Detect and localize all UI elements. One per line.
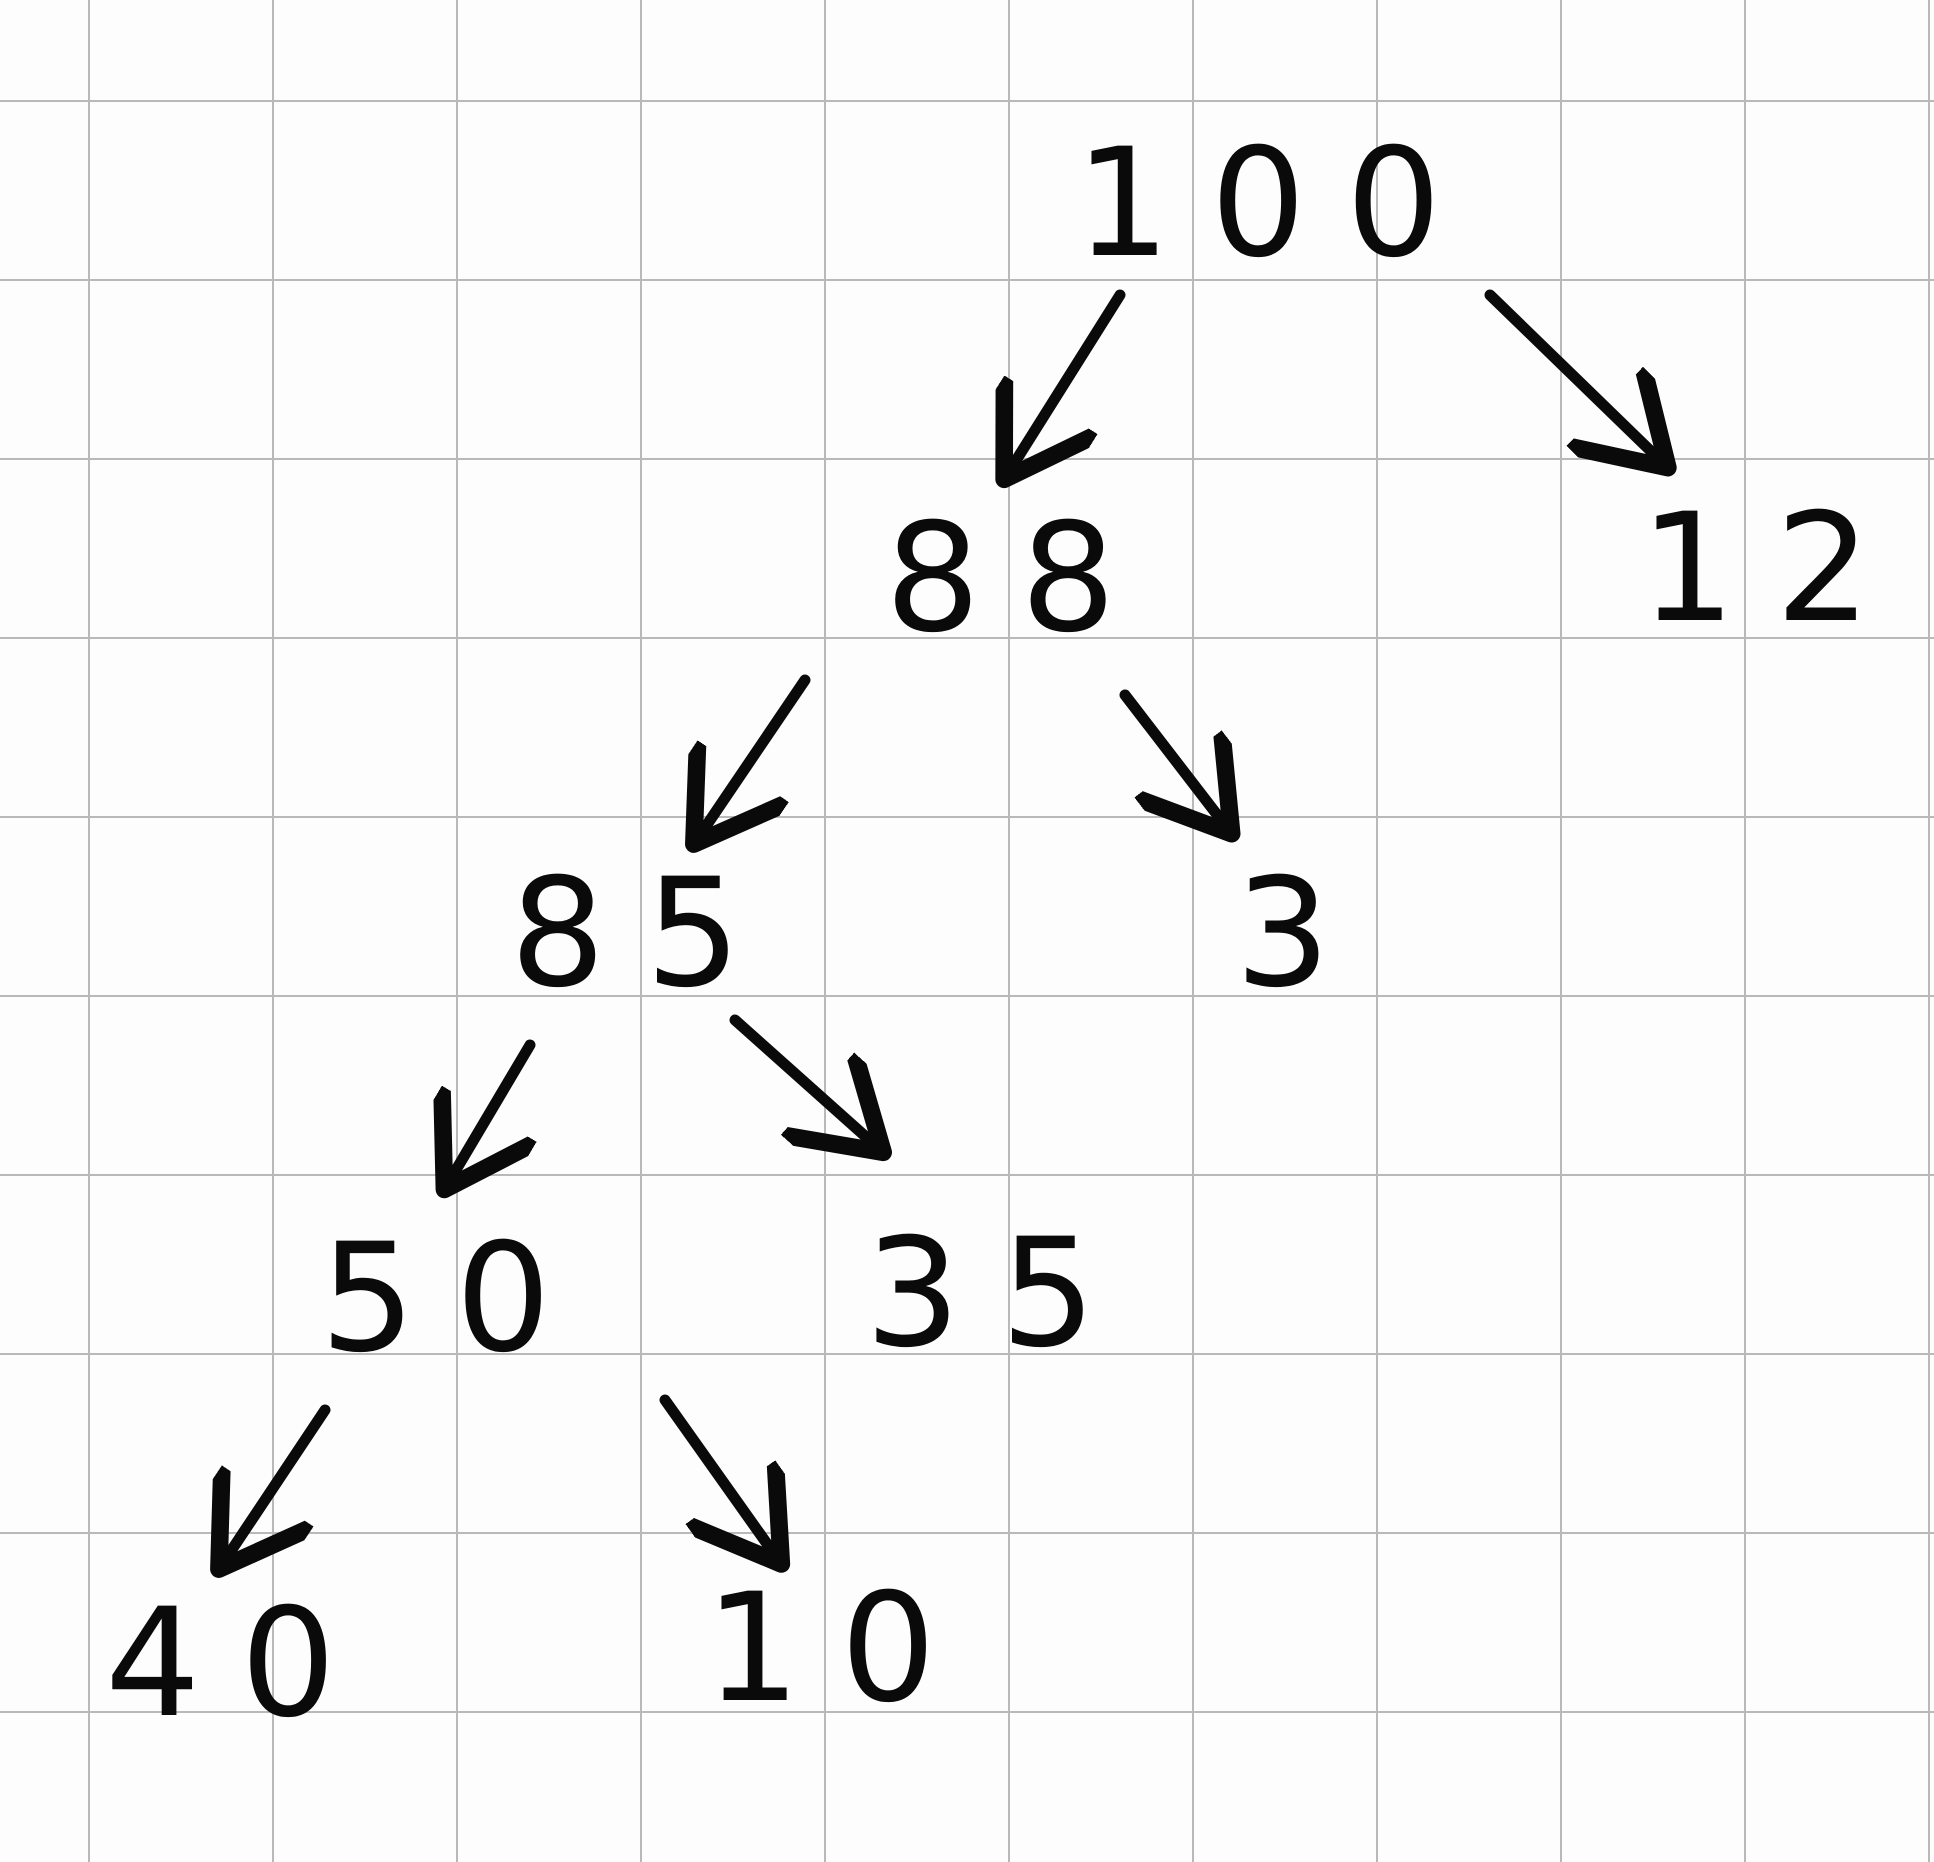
node-10: 10: [705, 1562, 976, 1736]
node-35: 35: [865, 1207, 1136, 1381]
edges: [225, 289, 1660, 1560]
node-100: 100: [1075, 117, 1481, 291]
edge-100-to-12: [1484, 289, 1660, 460]
edge-50-to-10: [659, 1394, 775, 1555]
node-12: 12: [1640, 482, 1911, 656]
node-40: 40: [105, 1577, 376, 1751]
node-3: 3: [1235, 847, 1370, 1021]
edge-88-to-85: [700, 674, 811, 835]
node-50: 50: [320, 1212, 591, 1386]
edge-50-to-40: [225, 1404, 331, 1560]
edge-100-to-88: [1010, 289, 1126, 470]
edge-88-to-3: [1119, 689, 1225, 825]
edge-85-to-35: [729, 1014, 875, 1145]
node-88: 88: [885, 492, 1156, 666]
nodes: 100 88 12 85 3 50 35 40 10: [105, 117, 1911, 1751]
edge-85-to-50: [450, 1039, 530, 1180]
node-85: 85: [510, 847, 781, 1021]
